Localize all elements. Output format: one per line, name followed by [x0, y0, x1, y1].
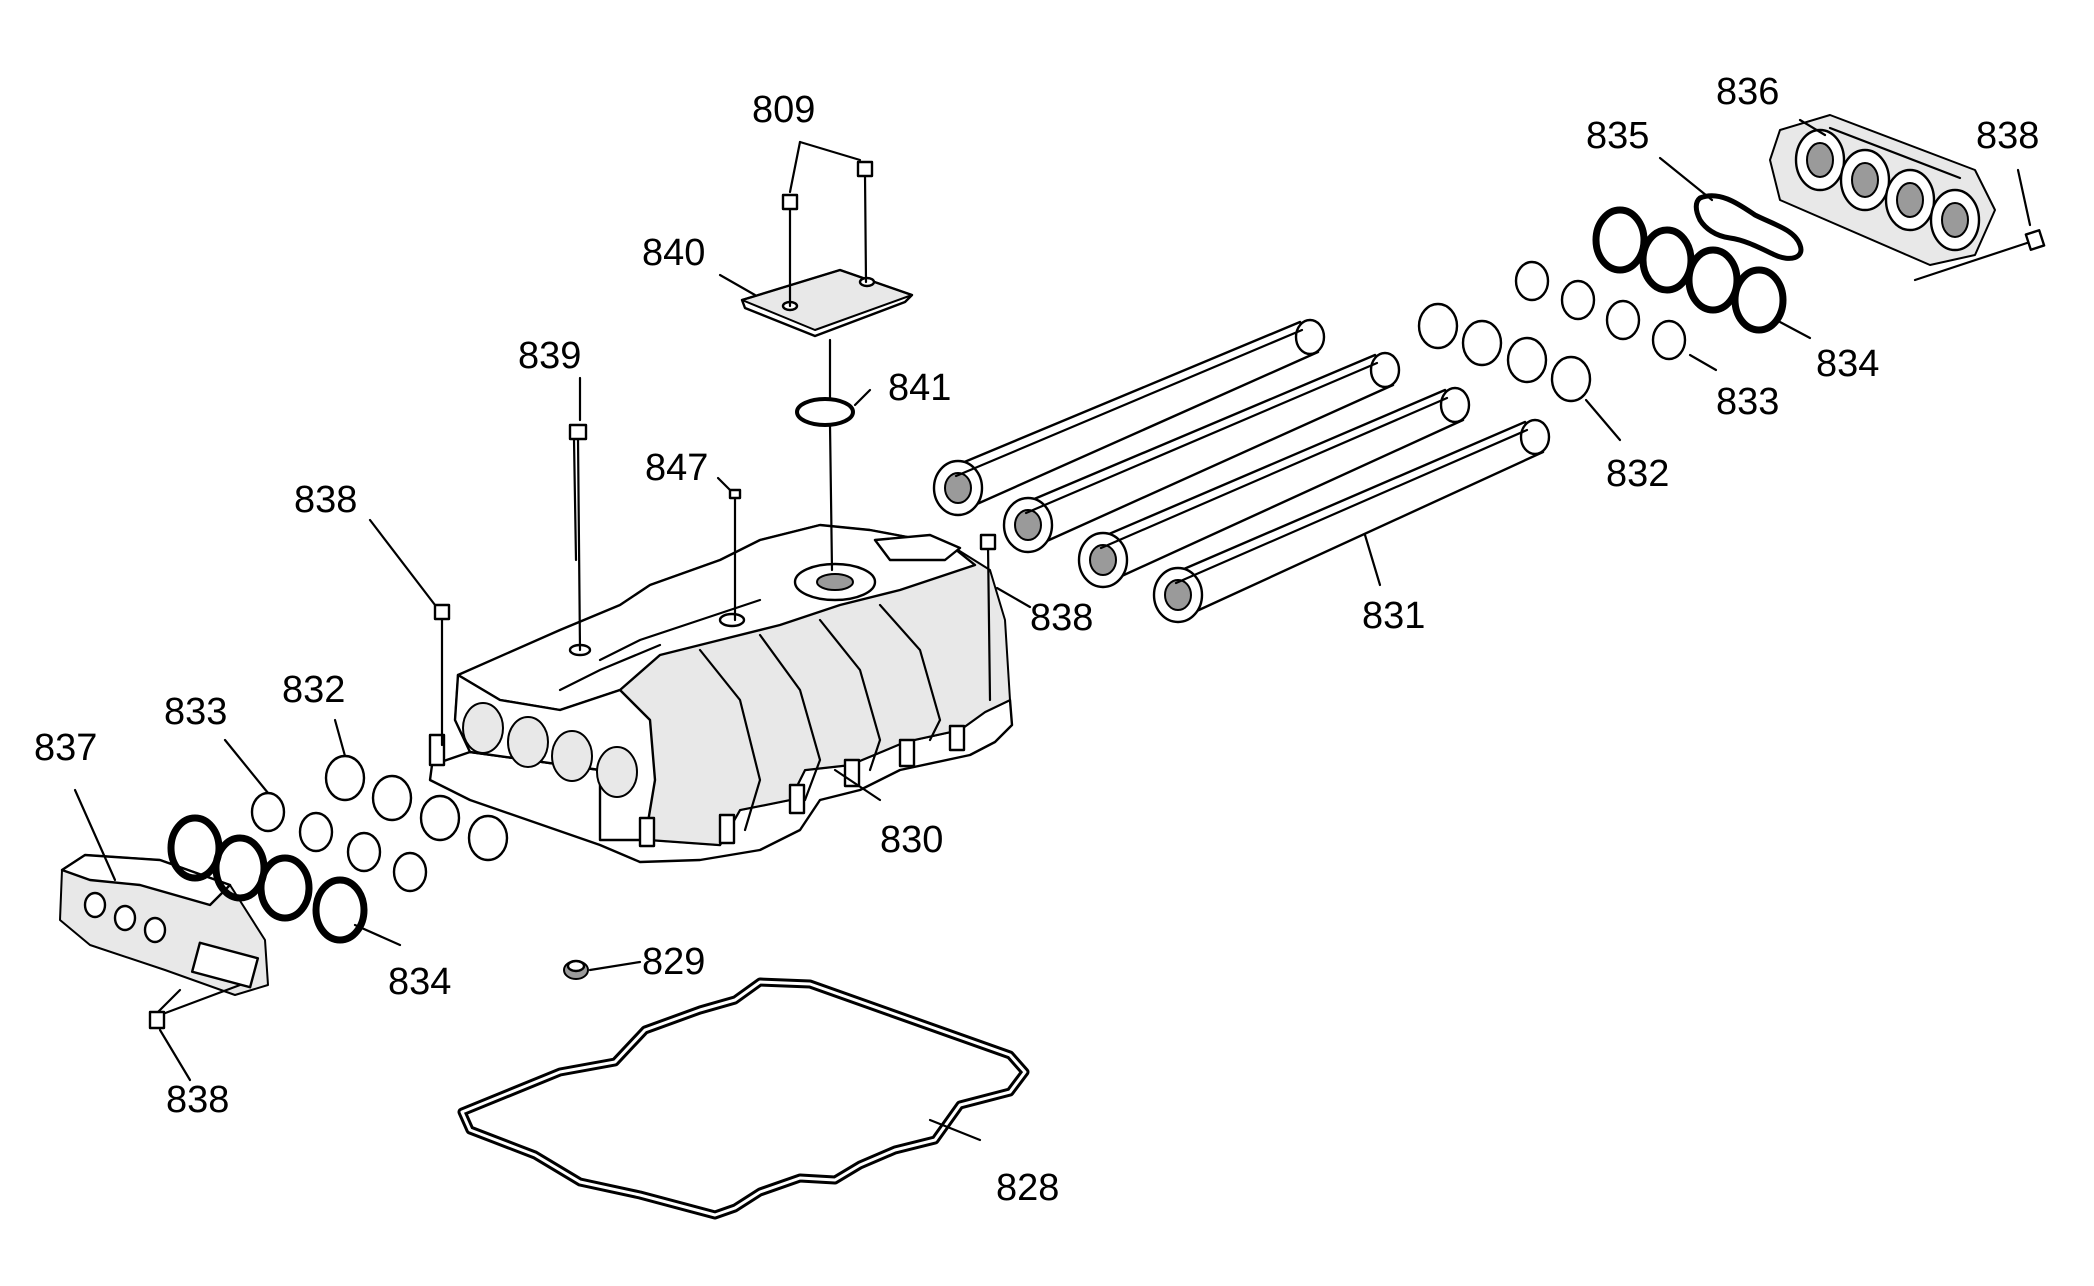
part-847-stud: [728, 488, 742, 622]
part-834-right-seals: [1592, 206, 1787, 334]
part-832-right-rings: [1417, 302, 1592, 403]
label-828: 828: [996, 1167, 1059, 1209]
part-840-cover-plate: [740, 268, 914, 338]
label-832-right: 832: [1606, 453, 1669, 495]
part-838-bottom-bolt: [148, 983, 242, 1030]
label-838-right: 838: [1976, 115, 2039, 157]
part-833-left-rings: [250, 791, 428, 893]
part-828-lower-gasket: [457, 977, 1030, 1220]
tube-2: [1002, 351, 1401, 554]
label-839: 839: [518, 335, 581, 377]
label-833-left: 833: [164, 691, 227, 733]
label-834-left: 834: [388, 961, 451, 1003]
part-841-oring: [795, 338, 855, 572]
tube-1: [932, 318, 1326, 517]
label-831: 831: [1362, 595, 1425, 637]
label-833-right: 833: [1716, 381, 1779, 423]
part-831-runner-tubes: [932, 318, 1551, 624]
leader-lines: [73, 118, 2032, 1142]
part-809-bolts: [781, 160, 874, 308]
label-838-left: 838: [294, 479, 357, 521]
label-841: 841: [888, 367, 951, 409]
tube-4: [1152, 418, 1551, 624]
part-829-plug: [563, 959, 589, 980]
part-838-left-bolt: [433, 603, 451, 747]
label-829: 829: [642, 941, 705, 983]
label-838-center: 838: [1030, 597, 1093, 639]
label-836: 836: [1716, 71, 1779, 113]
label-847: 847: [645, 447, 708, 489]
tube-3: [1077, 386, 1471, 589]
label-835: 835: [1586, 115, 1649, 157]
part-836-end-cover: [1769, 114, 1996, 266]
label-830: 830: [880, 819, 943, 861]
label-837: 837: [34, 727, 97, 769]
part-838-right-bolt: [1913, 229, 2046, 282]
part-837-end-cover: [59, 853, 269, 1017]
part-834-left-seals: [167, 814, 368, 944]
part-835-gasket: [1693, 193, 1804, 261]
part-838-center-bolt: [979, 533, 997, 702]
label-838-bottom: 838: [166, 1079, 229, 1121]
label-834-right: 834: [1816, 343, 1879, 385]
part-833-right-rings: [1514, 260, 1687, 361]
label-832-left: 832: [282, 669, 345, 711]
part-830-intake-manifold: [428, 523, 1014, 864]
label-840: 840: [642, 232, 705, 274]
label-809: 809: [752, 89, 815, 131]
part-839-bolt: [568, 423, 588, 652]
